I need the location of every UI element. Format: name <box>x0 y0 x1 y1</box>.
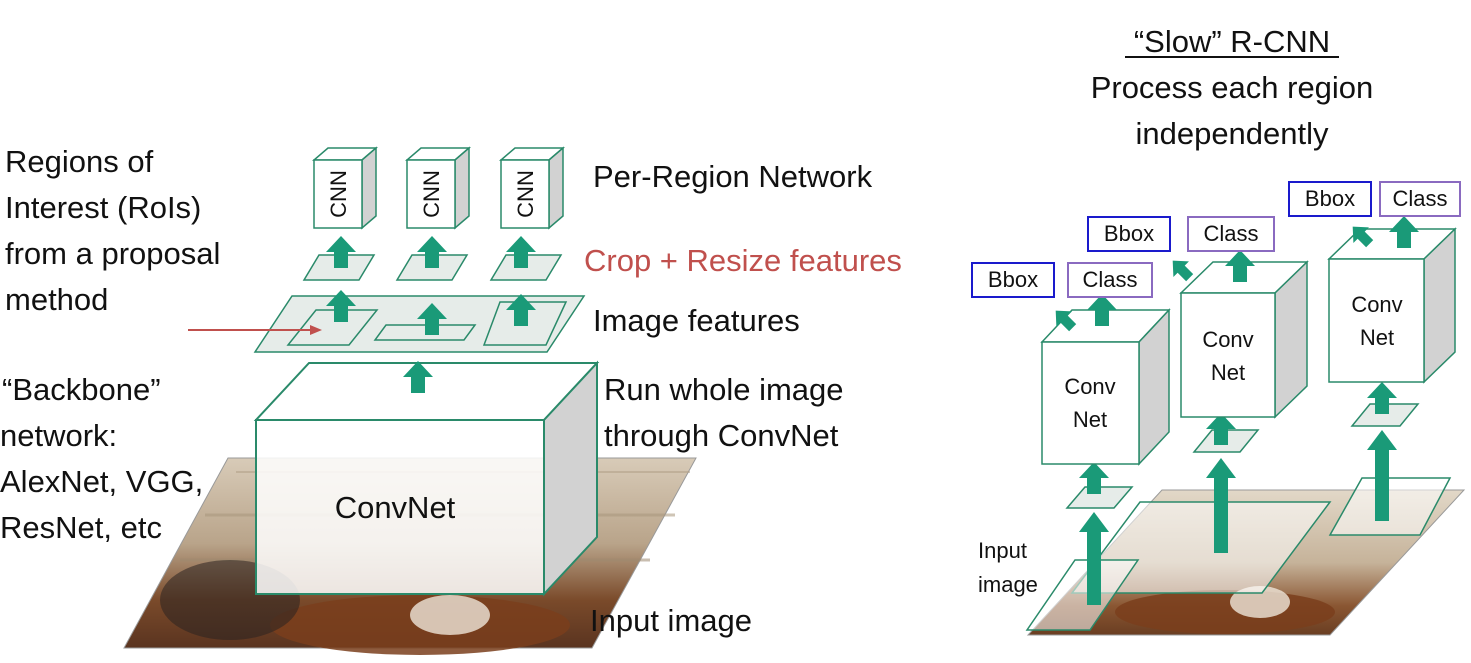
right-convnet-cube-3: Conv Net <box>1327 227 1457 384</box>
run-whole-image-label-line-2: through ConvNet <box>604 418 839 453</box>
bbox-label: Bbox <box>1305 186 1355 211</box>
input-image-label: Input image <box>590 603 752 638</box>
right-input-label-line-2: image <box>978 572 1038 597</box>
crop-resize-label: Crop + Resize features <box>584 243 902 278</box>
cnn-cube-3: CNN <box>498 146 566 230</box>
bbox-tag-1: Bbox <box>971 262 1055 298</box>
right-small-plane-3 <box>1350 403 1420 427</box>
cnn-cube-1: CNN <box>311 146 379 230</box>
backbone-label-line-4: ResNet, etc <box>0 510 162 545</box>
convnet-label-line-2: Net <box>1360 325 1394 350</box>
convnet-label: ConvNet <box>335 490 456 525</box>
long-arrow-1 <box>1079 512 1109 605</box>
rois-label-line-4: method <box>5 282 108 317</box>
class-tag-2: Class <box>1187 216 1275 252</box>
right-small-plane-1 <box>1065 486 1134 509</box>
convnet-label-line-1: Conv <box>1202 327 1253 352</box>
backbone-label-line-3: AlexNet, VGG, <box>0 464 203 499</box>
bbox-tag-3: Bbox <box>1288 181 1372 217</box>
rois-label-line-1: Regions of <box>5 144 154 179</box>
right-convnet-cube-1: Conv Net <box>1040 308 1171 466</box>
right-input-label-line-1: Input <box>978 538 1027 563</box>
class-label: Class <box>1203 221 1258 246</box>
cnn-label: CNN <box>419 170 444 218</box>
convnet-label-line-1: Conv <box>1351 292 1402 317</box>
image-features-label: Image features <box>593 303 800 338</box>
rois-label-line-3: from a proposal <box>5 236 220 271</box>
slow-rcnn-title: “Slow” R-CNN <box>1134 24 1330 59</box>
class-tag-1: Class <box>1067 262 1153 298</box>
class-label: Class <box>1082 267 1137 292</box>
long-arrow-2 <box>1206 458 1236 553</box>
bbox-label: Bbox <box>1104 221 1154 246</box>
right-input-image-plane <box>1025 477 1466 636</box>
convnet-label-line-2: Net <box>1073 407 1107 432</box>
bbox-arrow-1 <box>1055 310 1077 332</box>
class-label: Class <box>1392 186 1447 211</box>
bbox-tag-2: Bbox <box>1087 216 1171 252</box>
backbone-label-line-2: network: <box>0 418 117 453</box>
long-arrow-3 <box>1367 430 1397 521</box>
convnet-label-line-1: Conv <box>1064 374 1115 399</box>
right-convnet-cube-2: Conv Net <box>1179 260 1309 419</box>
left-diagram: ConvNet CNN <box>0 144 902 655</box>
convnet-label-line-2: Net <box>1211 360 1245 385</box>
bbox-label: Bbox <box>988 267 1038 292</box>
roi-pointer-arrow <box>188 325 322 335</box>
bbox-arrow-3 <box>1352 226 1374 248</box>
cnn-label: CNN <box>326 170 351 218</box>
convnet-box: ConvNet <box>253 360 600 597</box>
right-diagram: “Slow” R-CNN Process each region indepen… <box>971 24 1466 636</box>
class-tag-3: Class <box>1379 181 1461 217</box>
subtitle-line-2: independently <box>1135 116 1329 151</box>
cnn-cube-2: CNN <box>404 146 472 230</box>
backbone-label-line-1: “Backbone” <box>2 372 161 407</box>
subtitle-line-1: Process each region <box>1091 70 1374 105</box>
image-features-plane <box>253 295 586 353</box>
rois-label-line-2: Interest (RoIs) <box>5 190 201 225</box>
per-region-network-label: Per-Region Network <box>593 159 873 194</box>
run-whole-image-label-line-1: Run whole image <box>604 372 844 407</box>
cnn-label: CNN <box>513 170 538 218</box>
bbox-arrow-2 <box>1172 260 1194 282</box>
